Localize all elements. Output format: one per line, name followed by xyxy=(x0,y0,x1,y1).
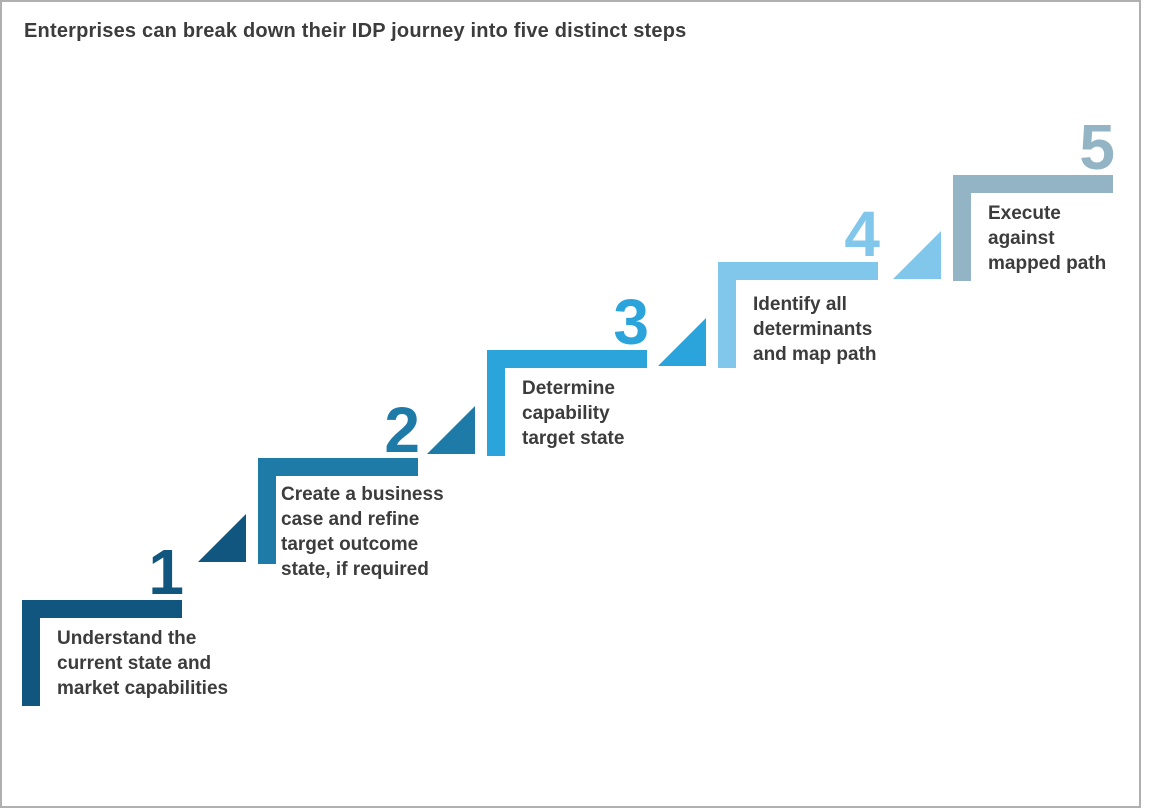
step-5-tread-bar xyxy=(953,175,1113,193)
step-1-number: 1 xyxy=(148,536,184,608)
step-5-number: 5 xyxy=(1079,111,1115,183)
page-title: Enterprises can break down their IDP jou… xyxy=(24,20,687,42)
step-3-tread-bar xyxy=(487,350,647,368)
step-5-riser-bar xyxy=(953,175,971,281)
step-3-number: 3 xyxy=(613,286,649,358)
arrow-up-icon xyxy=(893,231,941,279)
step-1-riser-bar xyxy=(22,600,40,706)
step-4-label: Identify all determinants and map path xyxy=(753,294,877,365)
step-2-label: Create a business case and refine target… xyxy=(281,484,444,580)
step-2-tread-bar xyxy=(258,458,418,476)
step-2-number: 2 xyxy=(384,394,420,466)
arrow-up-icon xyxy=(427,406,475,454)
arrow-up-icon xyxy=(198,514,246,562)
arrow-up-icon xyxy=(658,318,706,366)
step-1-tread-bar xyxy=(22,600,182,618)
step-2-riser-bar xyxy=(258,458,276,564)
step-3-label: Determine capability target state xyxy=(522,378,625,449)
step-5-label: Execute against mapped path xyxy=(988,203,1107,274)
step-3-riser-bar xyxy=(487,350,505,456)
step-1-label: Understand the current state and market … xyxy=(57,628,229,699)
step-4-tread-bar xyxy=(718,262,878,280)
step-4-riser-bar xyxy=(718,262,736,368)
step-4-number: 4 xyxy=(844,198,880,270)
